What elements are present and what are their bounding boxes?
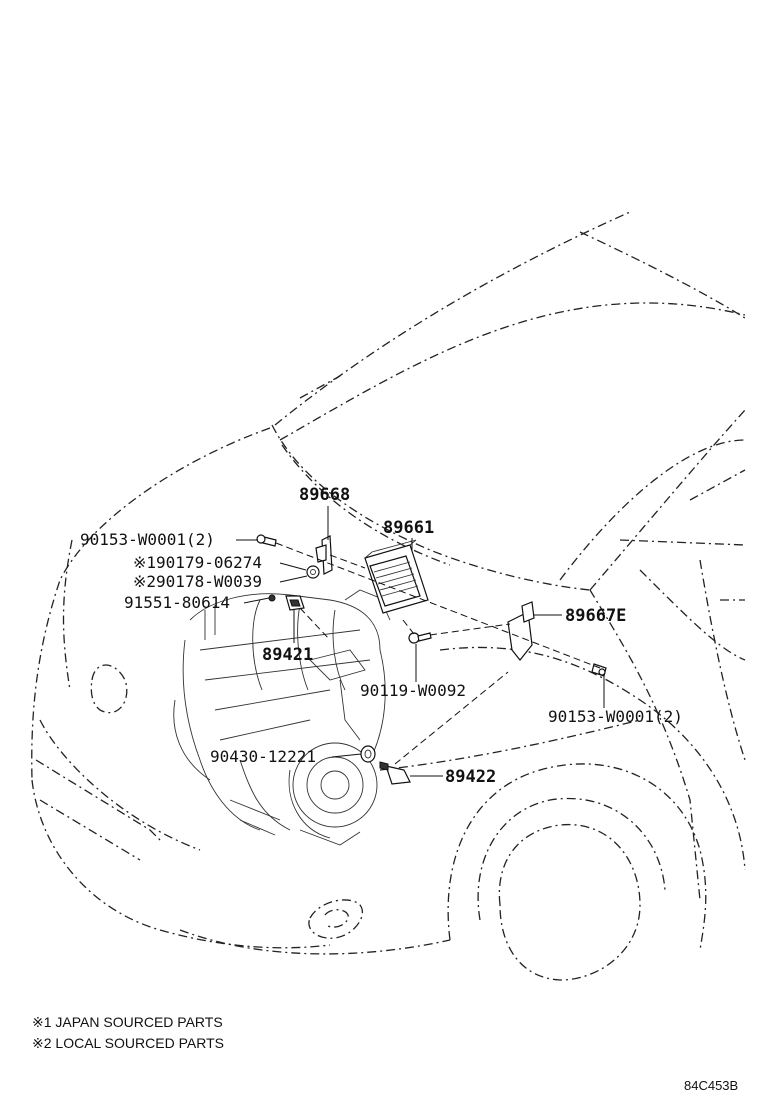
vehicle-outline [31, 211, 746, 981]
screw-91551 [268, 594, 276, 602]
assembly-lines [275, 542, 601, 765]
label-89421: 89421 [262, 645, 313, 665]
label-89667E: 89667E [565, 606, 626, 626]
label-90178: ※290178-W0039 [133, 572, 262, 591]
label-90153-right: 90153-W0001(2) [548, 707, 683, 726]
nut-90179 [306, 565, 320, 579]
gasket-90430 [360, 745, 376, 763]
label-90153-left: 90153-W0001(2) [80, 530, 215, 549]
ecu-module-89661 [364, 539, 429, 614]
leader-lines [236, 506, 605, 777]
sensor-89422 [379, 761, 411, 785]
bracket-89667E [507, 601, 535, 661]
sensor-89421 [285, 595, 305, 611]
bracket-89668 [315, 535, 333, 575]
label-90430: 90430-12221 [210, 747, 316, 766]
engine-block [173, 589, 391, 846]
part-labels: 89668 89661 90153-W0001(2) ※190179-06274… [80, 485, 683, 787]
figure-code: 84C453B [684, 1078, 738, 1093]
bolt-90119 [408, 632, 432, 644]
note-local-sourced: ※2 LOCAL SOURCED PARTS [32, 1035, 224, 1051]
label-89661: 89661 [383, 518, 434, 538]
label-90179: ※190179-06274 [133, 553, 262, 572]
label-91551: 91551-80614 [124, 593, 230, 612]
label-90119: 90119-W0092 [360, 681, 466, 700]
legend-notes: ※1 JAPAN SOURCED PARTS ※2 LOCAL SOURCED … [32, 1014, 224, 1051]
note-japan-sourced: ※1 JAPAN SOURCED PARTS [32, 1014, 223, 1030]
label-89668: 89668 [299, 485, 350, 505]
bolt-90153-left [256, 534, 277, 547]
label-89422: 89422 [445, 767, 496, 787]
